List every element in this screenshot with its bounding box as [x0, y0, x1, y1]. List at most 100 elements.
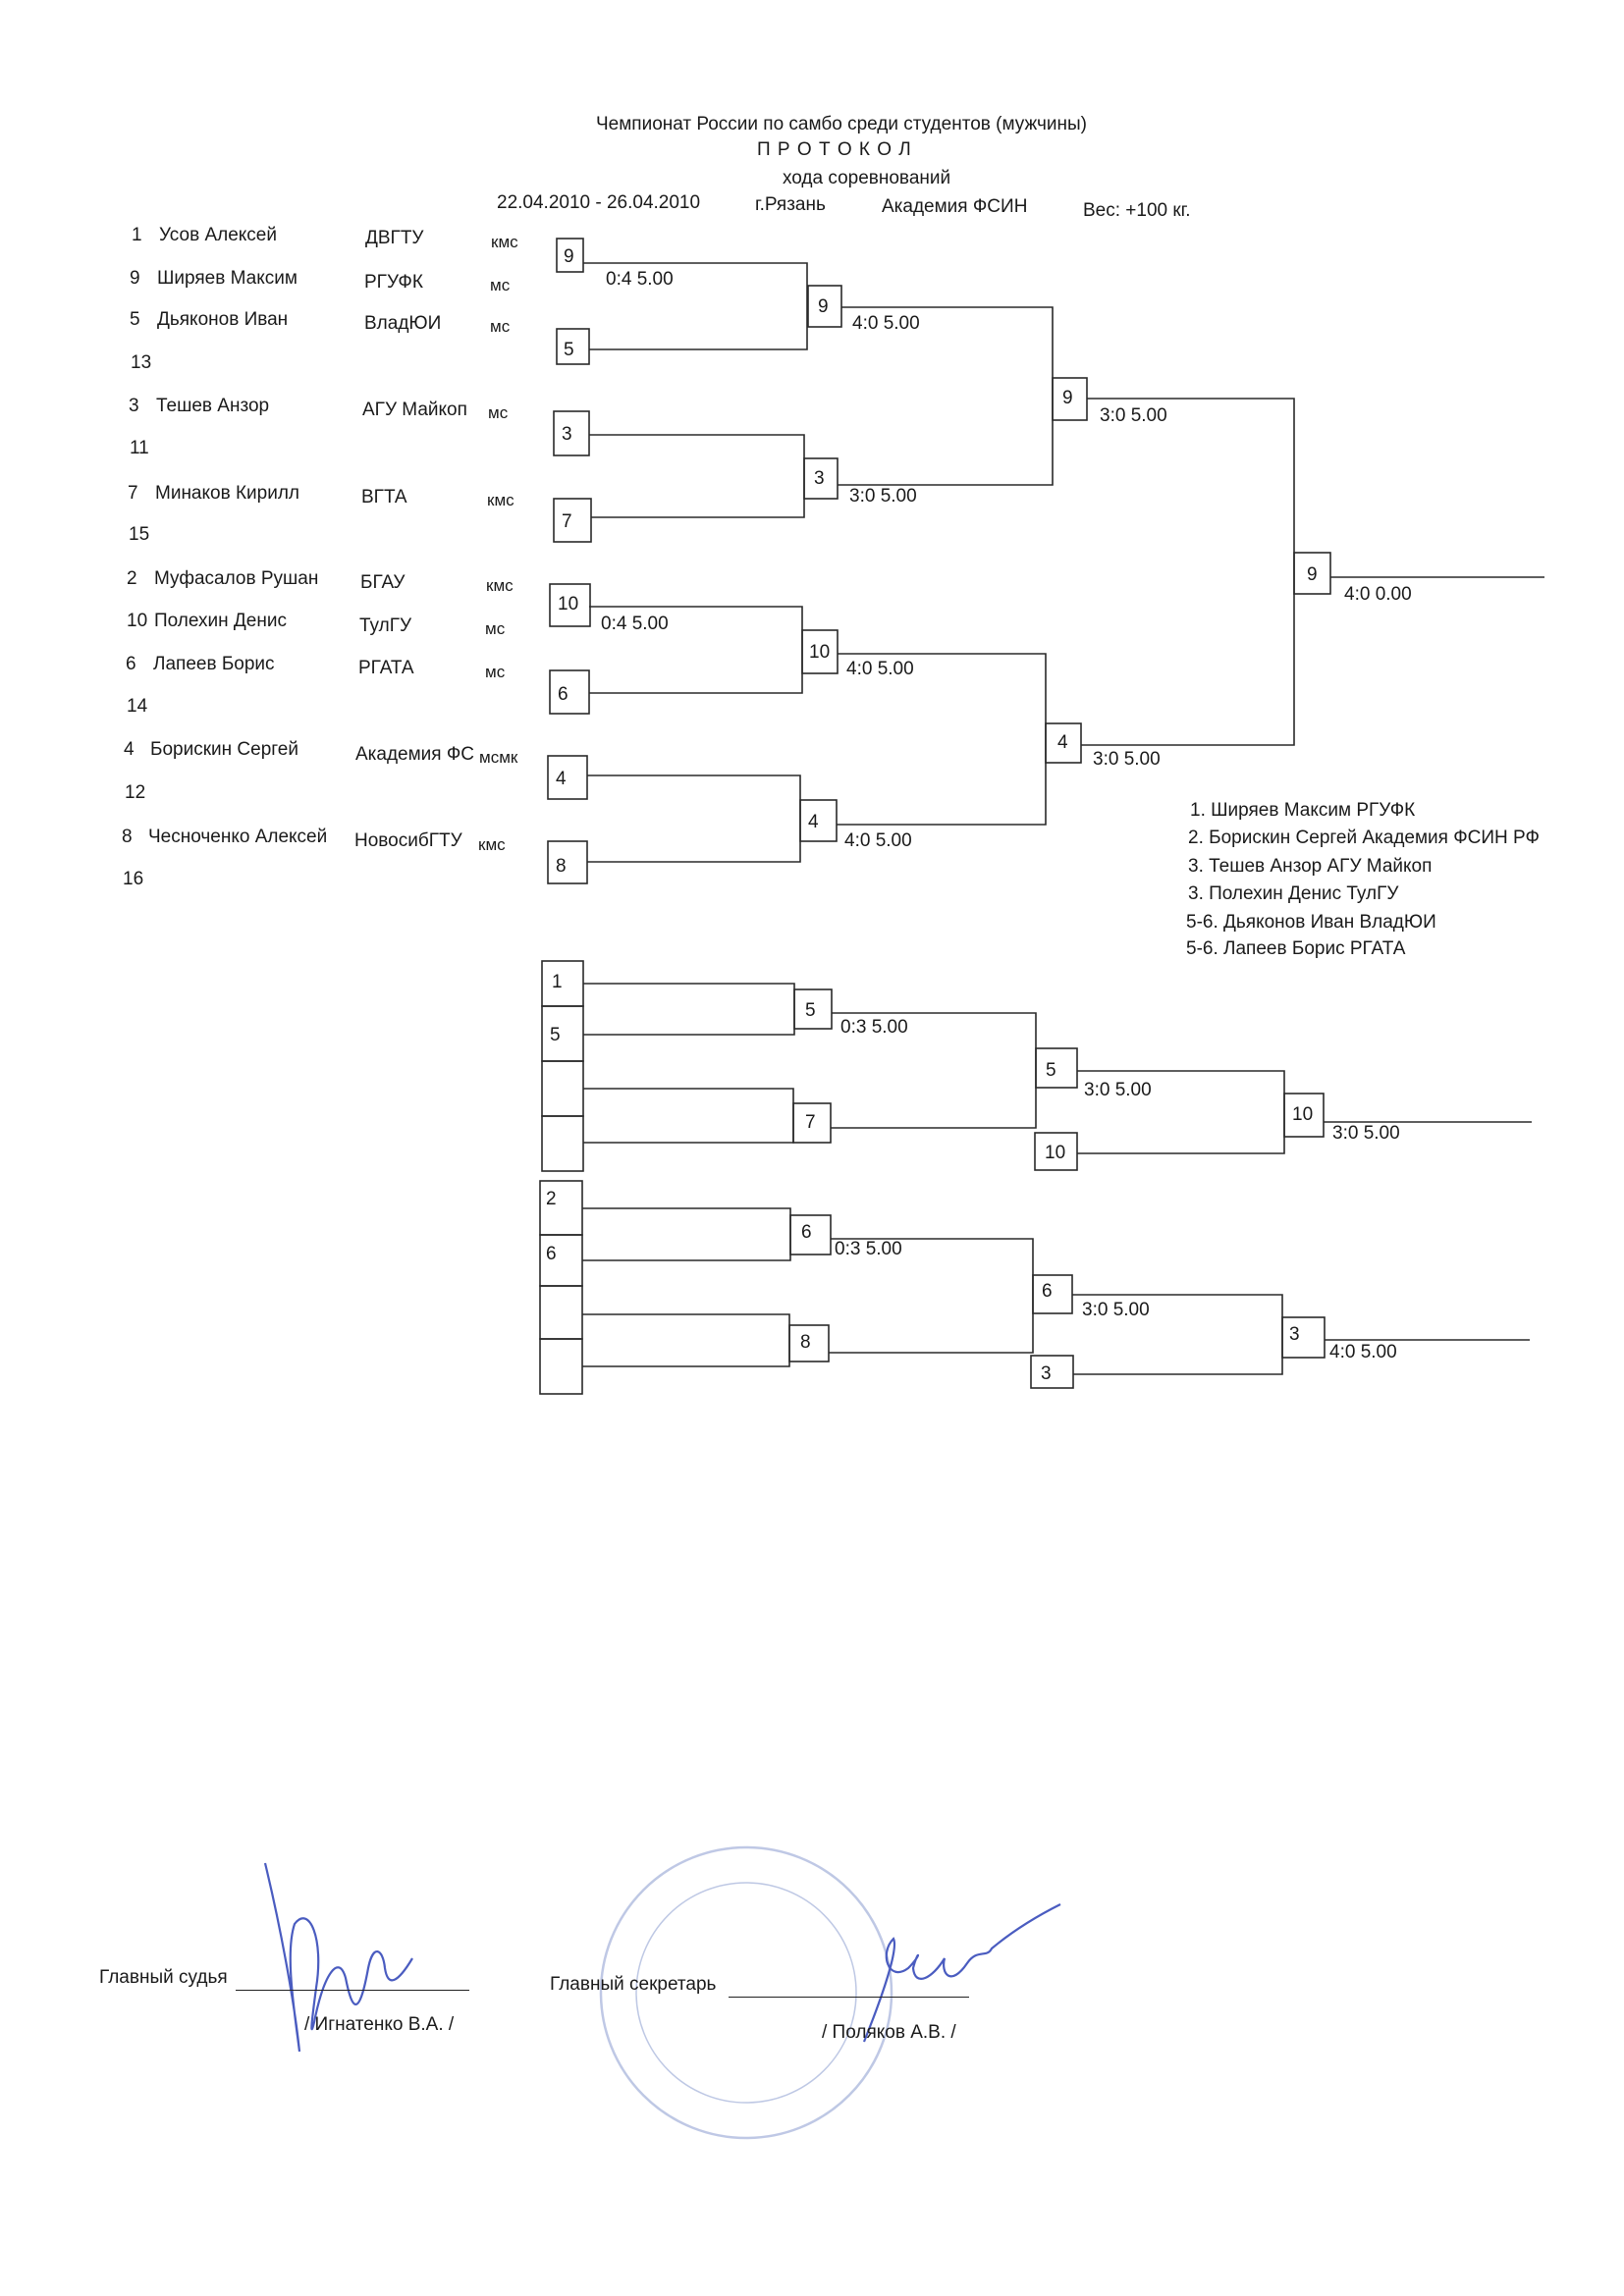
participant-name: Минаков Кирилл [155, 483, 299, 504]
chief-secretary-name: / Поляков А.В. / [822, 2022, 956, 2043]
participant-org: ВГТА [361, 487, 407, 507]
participant-org: АГУ Майкоп [362, 400, 467, 420]
bracket-winner-number: 6 [801, 1222, 812, 1243]
bracket-winner-number: 4 [1057, 732, 1068, 753]
document-title: Чемпионат России по самбо среди студенто… [596, 114, 1087, 134]
participant-name: Борискин Сергей [150, 739, 298, 760]
protocol-heading: П Р О Т О К О Л [757, 139, 912, 160]
bracket-box [1281, 1316, 1326, 1359]
match-score: 4:0 5.00 [852, 313, 920, 334]
participant-row-number: 4 [124, 739, 135, 760]
participant-name: Дьяконов Иван [157, 309, 289, 330]
match-score: 0:4 5.00 [606, 269, 674, 290]
bracket-box [541, 960, 584, 1007]
participant-rank: мс [488, 403, 509, 422]
bracket-slot-number: 10 [1045, 1143, 1066, 1163]
participant-name: Ширяев Максим [157, 268, 298, 289]
bracket-box [1293, 552, 1331, 595]
bracket-box [1034, 1132, 1078, 1171]
participant-org: ДВГТУ [365, 228, 424, 248]
chief-secretary-signature-line [729, 1997, 969, 1998]
standing-entry: 3. Полехин Денис ТулГУ [1188, 883, 1399, 904]
bracket-box [541, 1115, 584, 1172]
participant-rank: мс [490, 317, 511, 336]
bracket-box [1045, 722, 1082, 764]
participant-row-number: 6 [126, 654, 136, 674]
participant-org: БГАУ [360, 572, 406, 593]
bracket-winner-number: 4 [808, 812, 819, 832]
bracket-box [549, 583, 591, 627]
bracket-slot-number: 9 [564, 246, 574, 267]
standing-entry: 2. Борискин Сергей Академия ФСИН РФ [1188, 828, 1540, 848]
bracket-slot-number: 8 [556, 856, 567, 877]
signature-secretary [862, 1903, 1061, 2043]
match-score: 0:3 5.00 [840, 1017, 908, 1038]
bracket-slot-number: 1 [552, 972, 563, 992]
match-score: 4:0 5.00 [844, 830, 912, 851]
bracket-box [553, 410, 590, 456]
bracket-box [1030, 1355, 1074, 1389]
bracket-slot-number: 5 [564, 340, 574, 360]
match-score: 0:4 5.00 [601, 614, 669, 634]
participant-org: ТулГУ [359, 615, 412, 636]
bracket-box [539, 1285, 583, 1340]
participant-row-number: 11 [130, 438, 149, 458]
bracket-box [553, 498, 592, 543]
bracket-box [556, 328, 590, 365]
bracket-winner-number: 9 [818, 296, 829, 317]
bracket-slot-number: 6 [546, 1244, 557, 1264]
bracket-box [803, 457, 839, 500]
participant-org: РГАТА [358, 658, 414, 678]
bracket-box [807, 285, 842, 328]
bracket-box [541, 1060, 584, 1117]
participant-name: Усов Алексей [159, 225, 277, 245]
participant-rank: кмс [478, 835, 506, 854]
bracket-winner-number: 9 [1062, 388, 1073, 408]
standing-entry: 3. Тешев Анзор АГУ Майкоп [1188, 856, 1433, 877]
match-score: 3:0 5.00 [1332, 1123, 1400, 1144]
signature-judge [263, 1862, 413, 2053]
bracket-winner-number: 10 [1292, 1104, 1314, 1125]
participant-rank: кмс [486, 576, 514, 595]
stamp-seal [599, 1845, 893, 2140]
bracket-box [539, 1338, 583, 1395]
participant-row-number: 2 [127, 568, 137, 589]
bracket-winner-number: 5 [805, 1000, 816, 1021]
bracket-box [792, 1102, 832, 1144]
participant-row-number: 8 [122, 827, 133, 847]
bracket-slot-number: 7 [562, 511, 572, 532]
bracket-slot-number: 6 [1042, 1281, 1053, 1302]
bracket-slot-number: 2 [546, 1189, 557, 1209]
match-score: 4:0 5.00 [846, 659, 914, 679]
bracket-winner-number: 3 [814, 468, 825, 489]
chief-judge-label: Главный судья [99, 1967, 228, 1988]
standing-entry: 1. Ширяев Максим РГУФК [1190, 800, 1416, 821]
bracket-box [1283, 1093, 1325, 1138]
participant-org: Академия ФС [355, 744, 475, 765]
participant-rank: кмс [491, 233, 518, 251]
bracket-box [1035, 1047, 1078, 1089]
participant-rank: мс [485, 663, 506, 681]
participant-name: Муфасалов Рушан [154, 568, 319, 589]
participant-name: Чесноченко Алексей [148, 827, 328, 847]
bracket-winner-number: 10 [809, 642, 831, 663]
participant-rank: мс [490, 276, 511, 294]
match-score: 4:0 5.00 [1329, 1342, 1397, 1362]
weight-class: Вес: +100 кг. [1083, 200, 1191, 221]
chief-judge-signature-line [236, 1990, 469, 1991]
bracket-winner-number: 9 [1307, 564, 1318, 585]
protocol-subtitle: хода соревнований [783, 168, 951, 188]
participant-name: Лапеев Борис [153, 654, 275, 674]
participant-row-number: 3 [129, 396, 139, 416]
bracket-winner-number: 3 [1289, 1324, 1300, 1345]
bracket-box [788, 1324, 830, 1362]
bracket-box [547, 755, 588, 800]
participant-rank: мс [485, 619, 506, 638]
participant-org: НовосибГТУ [354, 830, 462, 851]
participant-row-number: 9 [130, 268, 140, 289]
bracket-box [789, 1214, 832, 1255]
participant-org: РГУФК [364, 272, 423, 293]
match-score: 3:0 5.00 [1084, 1080, 1152, 1100]
bracket-slot-number: 3 [1041, 1363, 1052, 1384]
